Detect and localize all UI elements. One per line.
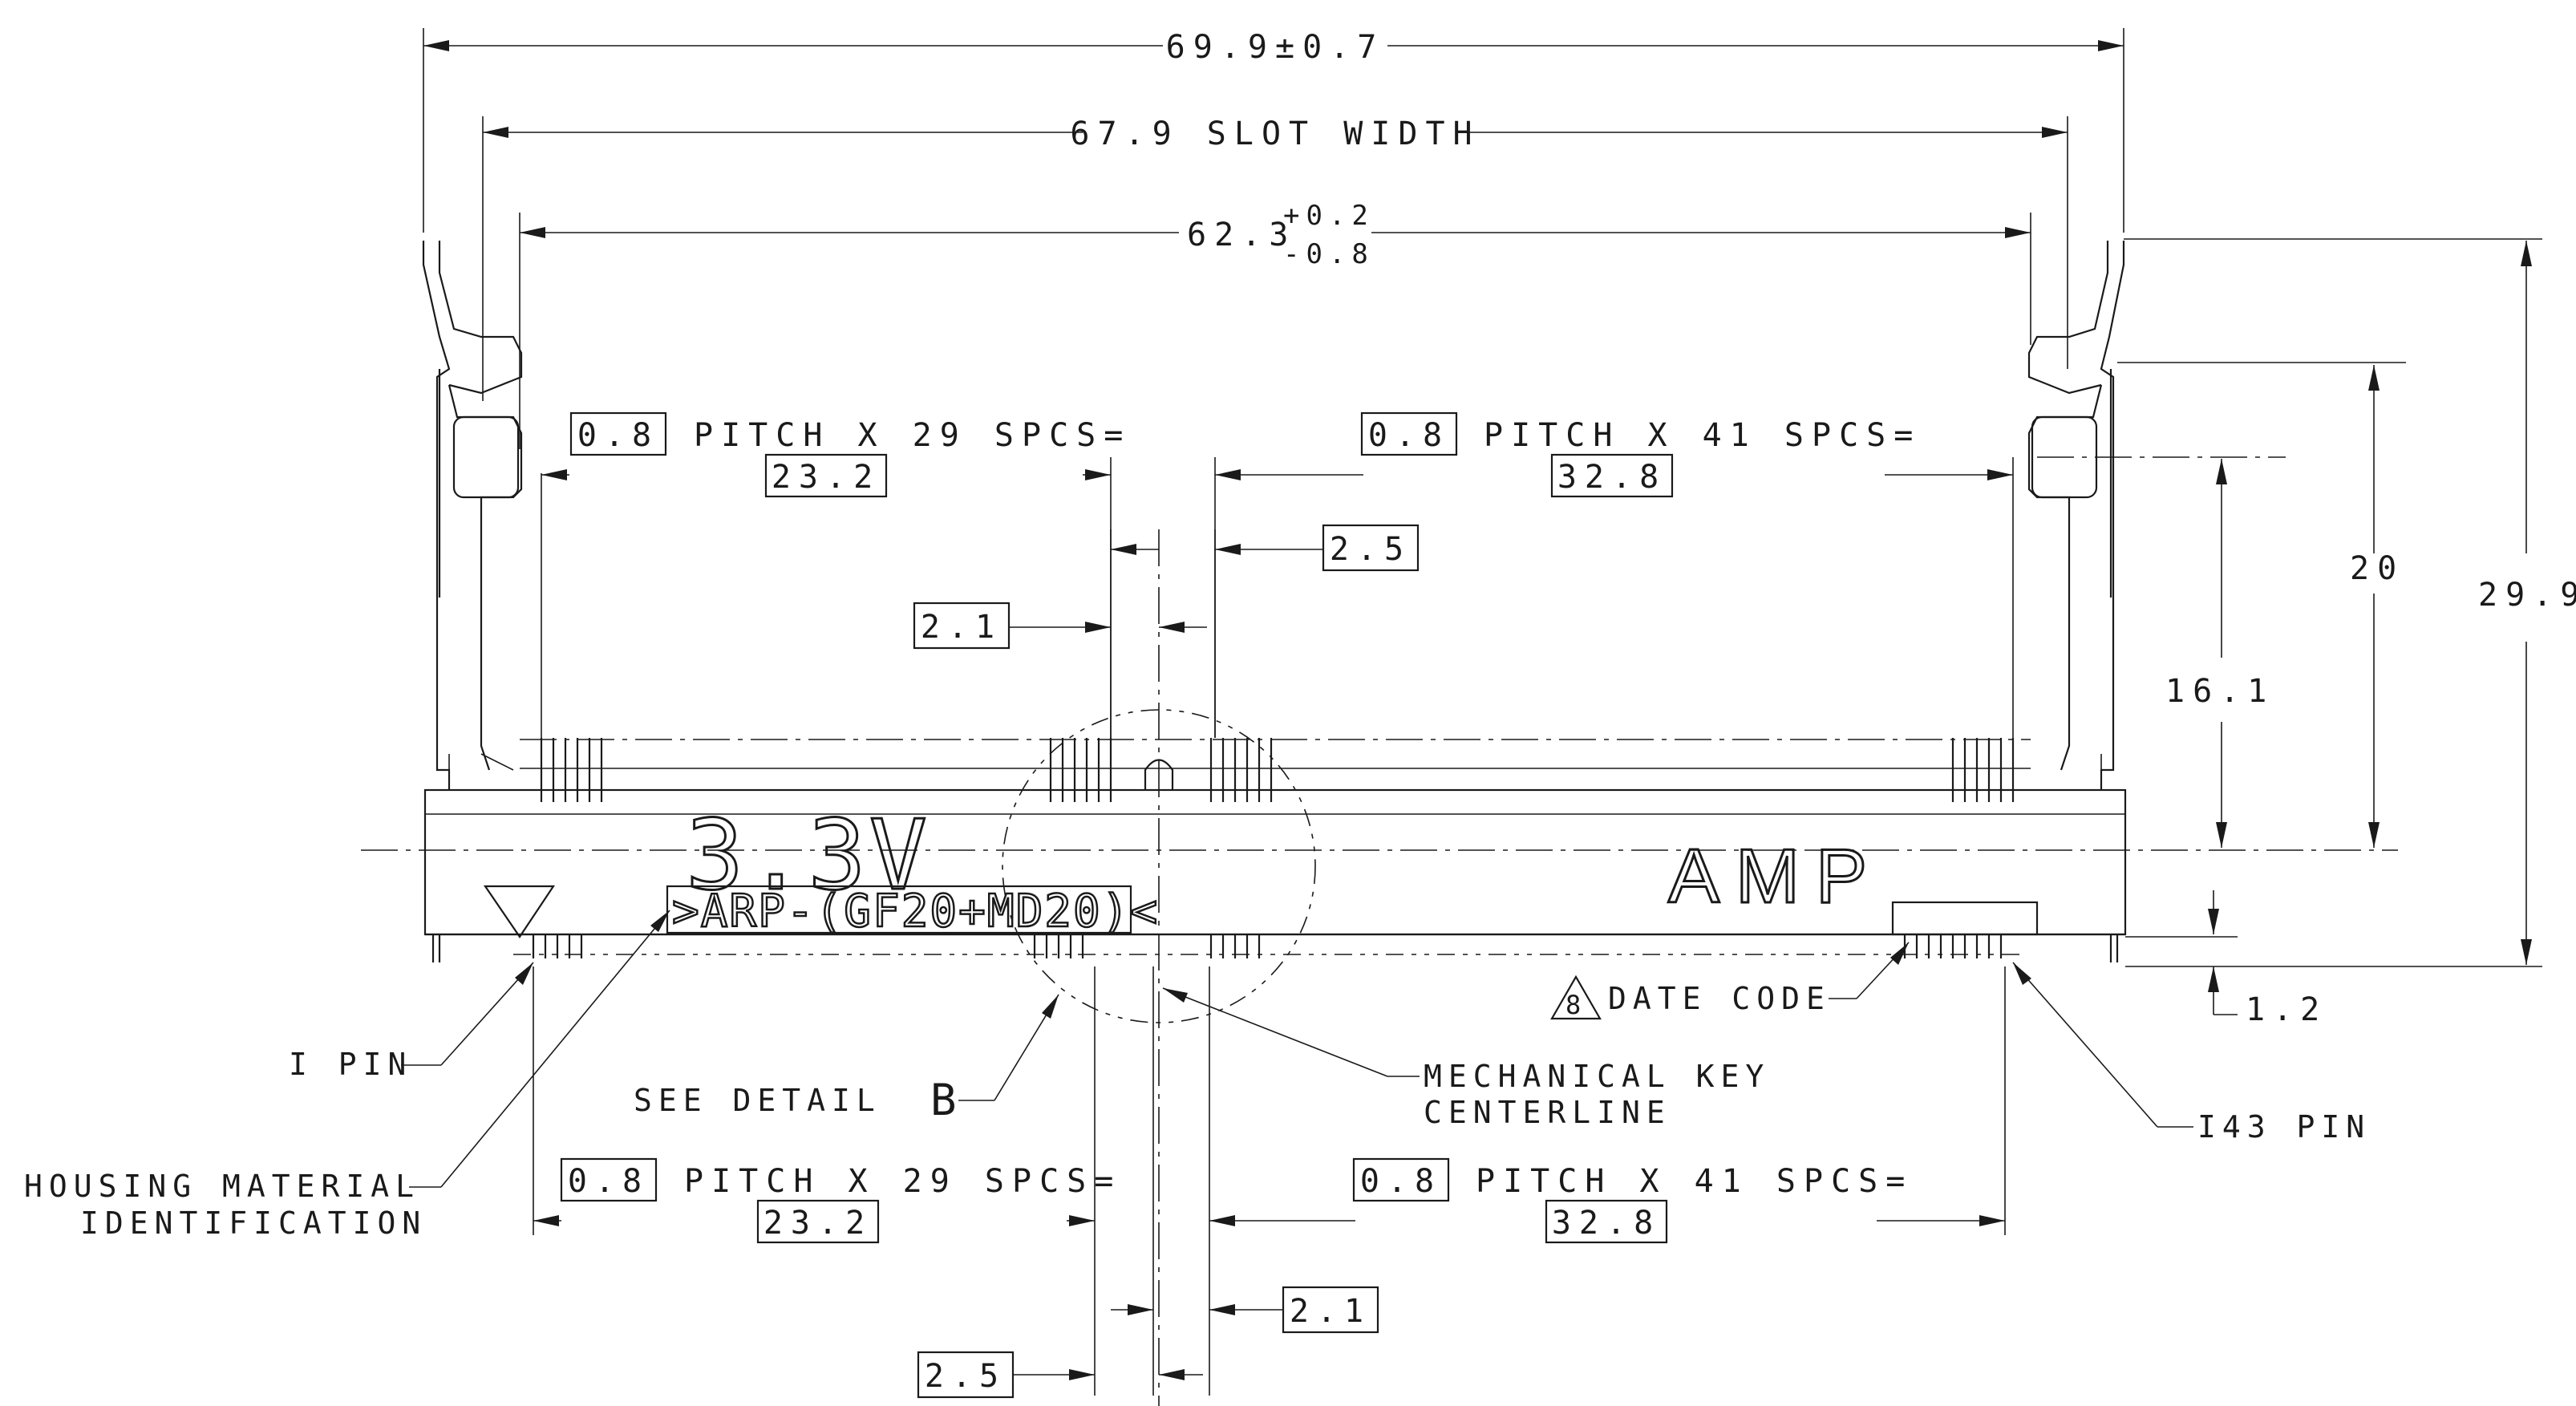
key-gap-top-2-1: 2.1 (921, 609, 1002, 646)
overall-width-label: 69.9±0.7 (1166, 29, 1385, 66)
dimension-overall-width: 69.9±0.7 (423, 28, 2124, 233)
contact-pins-bottom (532, 934, 2003, 958)
pitch-bottom-right-result: 32.8 (1552, 1205, 1661, 1242)
pin-1-label: I PIN (289, 1047, 412, 1082)
dimension-height-20: 20 (2117, 362, 2406, 848)
dimension-height-16-1: 16.1 (2037, 456, 2286, 848)
pitch-top-left-result: 23.2 (772, 459, 881, 496)
pitch-bottom-right: 0.8 PITCH X 41 SPCS= 32.8 (1209, 966, 2006, 1396)
pin1-triangle-icon (483, 885, 556, 938)
callout-pin-143: I43 PIN (2012, 962, 2371, 1145)
callout-mechanical-key: MECHANICAL KEY CENTERLINE (1162, 987, 1770, 1130)
pitch-bottom-left-value: 0.8 (568, 1163, 650, 1200)
callout-date-code: 8 DATE CODE (1550, 942, 1910, 1020)
material-code-marking: >ARP-(GF20+MD20)< (672, 885, 1159, 938)
date-code-note-number: 8 (1565, 990, 1581, 1020)
pitch-top-right-value: 0.8 (1368, 417, 1450, 454)
pitch-top-left-value: 0.8 (577, 417, 659, 454)
dimension-height-total: 29.9 (2124, 238, 2576, 967)
voltage-marking: 3.3V (686, 800, 930, 912)
pitch-bottom-right-value: 0.8 (1360, 1163, 1442, 1200)
mechanical-key-label-1: MECHANICAL KEY (1424, 1059, 1770, 1094)
pitch-bottom-right-text: PITCH X 41 SPCS= (1476, 1163, 1913, 1200)
pitch-bottom-left-text: PITCH X 29 SPCS= (684, 1163, 1121, 1200)
detail-letter: B (930, 1075, 965, 1125)
key-gap-bottom-2-5: 2.5 (925, 1358, 1007, 1395)
note-triangle-icon (1550, 974, 1602, 1020)
dimension-slot-width: 67.9 SLOT WIDTH (482, 115, 2068, 401)
pitch-bottom-left: 0.8 PITCH X 29 SPCS= 23.2 (533, 966, 1121, 1396)
pin-143-label: I43 PIN (2197, 1109, 2371, 1145)
key-gap-top: 2.5 2.1 (913, 524, 1420, 738)
offset-1-2-label: 1.2 (2246, 991, 2327, 1028)
key-gap-bottom: 2.1 2.5 (917, 966, 1379, 1399)
inner-width-base: 62.3 (1187, 217, 1296, 253)
callout-see-detail: SEE DETAIL B (634, 994, 1059, 1125)
key-gap-top-2-5: 2.5 (1330, 531, 1412, 568)
height-20-label: 20 (2350, 550, 2404, 587)
pitch-top-right-text: PITCH X 41 SPCS= (1484, 417, 1921, 454)
callout-pin-1: I PIN (289, 962, 534, 1082)
brand-marking: AMP (1668, 833, 1883, 919)
pitch-top-right-result: 32.8 (1557, 459, 1667, 496)
callout-housing-material: HOUSING MATERIAL IDENTIFICATION (24, 910, 670, 1241)
pitch-top-right: 0.8 PITCH X 41 SPCS= 32.8 (1214, 411, 2014, 738)
inner-width-plus: +0.2 (1283, 200, 1375, 232)
pitch-top-left-text: PITCH X 29 SPCS= (694, 417, 1131, 454)
pitch-bottom-left-result: 23.2 (763, 1205, 873, 1242)
contact-pins-top (540, 738, 2015, 802)
mechanical-key-label-2: CENTERLINE (1424, 1095, 1671, 1130)
dimension-offset-1-2: 1.2 (2125, 890, 2327, 1028)
housing-markings: 3.3V >ARP-(GF20+MD20)< AMP (483, 800, 2039, 938)
housing-material-label-1: HOUSING MATERIAL (24, 1169, 420, 1204)
pitch-top-left: 0.8 PITCH X 29 SPCS= 23.2 (541, 411, 1131, 738)
connector-body (361, 241, 2398, 962)
inner-width-minus: -0.8 (1283, 238, 1375, 270)
dimension-inner-width: 62.3 +0.2 -0.8 (519, 200, 2031, 449)
height-total-label: 29.9 (2478, 577, 2576, 614)
slot-width-label: 67.9 SLOT WIDTH (1070, 115, 1480, 152)
see-detail-label: SEE DETAIL (634, 1083, 881, 1118)
key-gap-bottom-2-1: 2.1 (1290, 1293, 1371, 1330)
date-code-label: DATE CODE (1608, 981, 1831, 1016)
height-16-1-label: 16.1 (2165, 673, 2274, 710)
housing-material-label-2: IDENTIFICATION (80, 1205, 427, 1241)
